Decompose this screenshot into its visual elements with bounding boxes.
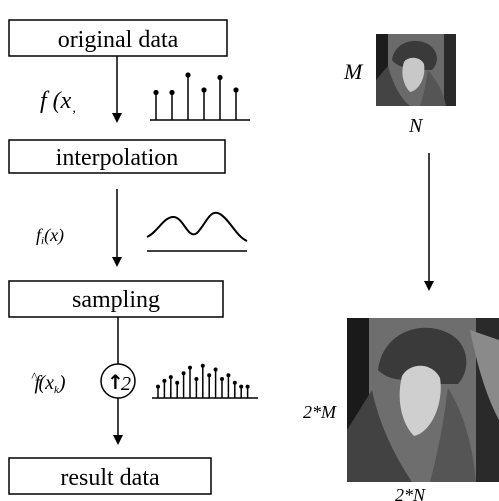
original-sample-point <box>201 87 207 93</box>
interpolated-curve-plot <box>146 211 248 252</box>
upsampled-sample-point <box>239 384 244 389</box>
upsample-factor: 2 <box>121 373 131 395</box>
upsampled-sample-point <box>156 384 160 389</box>
upsampled-sample-point <box>232 380 237 385</box>
large-image-height-label: 2*M <box>303 402 337 422</box>
upsampled-sample-point <box>245 384 250 389</box>
interpolated-curve <box>146 211 248 242</box>
upsampled-sample-point <box>181 371 186 376</box>
sampling-label: sampling <box>72 287 160 313</box>
original-sample-point <box>169 89 175 96</box>
original-sample-point <box>153 89 159 96</box>
original-data-box: original data <box>8 19 228 57</box>
upsampled-sample-point <box>213 367 218 372</box>
upsample-arrow-icon: ↑ <box>107 370 124 394</box>
interpolation-label: interpolation <box>56 145 179 171</box>
upsampled-sample-point <box>226 373 231 378</box>
original-sample-point <box>185 72 191 78</box>
upsampled-sample-point <box>207 373 212 378</box>
fi-x-label: fi(x) <box>36 225 64 247</box>
fhat-label: f^(xk) <box>31 369 66 396</box>
result-data-label: result data <box>60 465 160 491</box>
large-image-width-label: 2*N <box>395 485 426 501</box>
small-image <box>376 34 456 106</box>
original-sample-point <box>217 74 223 81</box>
original-sample-point <box>233 87 239 93</box>
original-data-label: original data <box>58 27 179 53</box>
upsampled-samples-plot <box>152 363 258 399</box>
sampling-box: sampling <box>8 280 224 318</box>
small-image-height-label: M <box>343 59 364 84</box>
upsampled-sample-point <box>168 375 173 380</box>
f-x-label: f (x, <box>40 88 76 116</box>
original-samples-plot <box>150 72 250 121</box>
upsampled-sample-point <box>188 365 192 370</box>
result-data-box: result data <box>8 457 212 495</box>
upsampled-sample-point <box>220 377 224 381</box>
upsample-operator: ↑ 2 <box>100 363 136 399</box>
upsampled-sample-point <box>194 377 199 381</box>
interpolation-box: interpolation <box>8 139 226 174</box>
upsampled-sample-point <box>162 378 167 383</box>
upsampled-sample-point <box>200 363 205 368</box>
upsampled-sample-point <box>175 380 180 385</box>
large-image <box>347 318 499 482</box>
small-image-width-label: N <box>408 115 424 137</box>
